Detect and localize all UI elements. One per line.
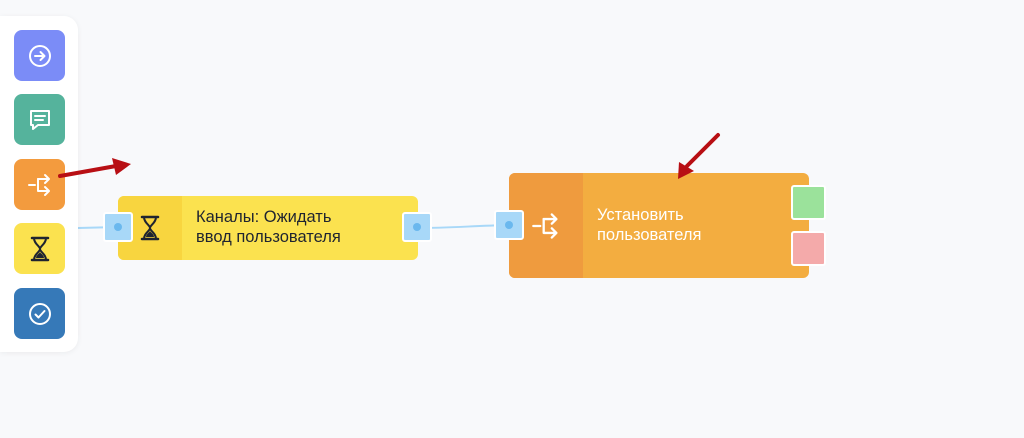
wait-node-output-port[interactable] bbox=[402, 212, 432, 242]
palette-enter-button[interactable] bbox=[14, 30, 65, 81]
set-user-failure-output-port[interactable] bbox=[791, 231, 826, 266]
set-user-node[interactable]: Установить пользователя bbox=[509, 173, 809, 278]
branch-arrow-icon bbox=[27, 173, 50, 196]
palette-branch-button[interactable] bbox=[14, 159, 65, 210]
branch-arrow-icon bbox=[532, 212, 558, 239]
hourglass-icon bbox=[30, 236, 49, 261]
wait-node-label-line1: Каналы: Ожидать bbox=[196, 208, 332, 227]
palette-wait-button[interactable] bbox=[14, 223, 65, 274]
wait-node-label: Каналы: Ожидать ввод пользователя bbox=[182, 196, 396, 260]
set-user-success-output-port[interactable] bbox=[791, 185, 826, 220]
check-circle-icon bbox=[28, 302, 51, 325]
message-icon bbox=[29, 109, 50, 130]
wait-node-label-line2: ввод пользователя bbox=[196, 228, 341, 246]
palette-finish-button[interactable] bbox=[14, 288, 65, 339]
set-user-node-label-line1: Установить bbox=[597, 205, 684, 224]
set-user-node-input-port[interactable] bbox=[494, 210, 524, 240]
set-user-node-label: Установить пользователя bbox=[583, 173, 797, 278]
hourglass-icon bbox=[140, 215, 160, 241]
wait-node-input-port[interactable] bbox=[103, 212, 133, 242]
arrow-right-circle-icon bbox=[28, 44, 51, 67]
wait-input-node[interactable]: Каналы: Ожидать ввод пользователя bbox=[118, 196, 418, 260]
block-palette bbox=[0, 16, 78, 352]
palette-message-button[interactable] bbox=[14, 94, 65, 145]
set-user-node-label-line2: пользователя bbox=[597, 225, 702, 244]
